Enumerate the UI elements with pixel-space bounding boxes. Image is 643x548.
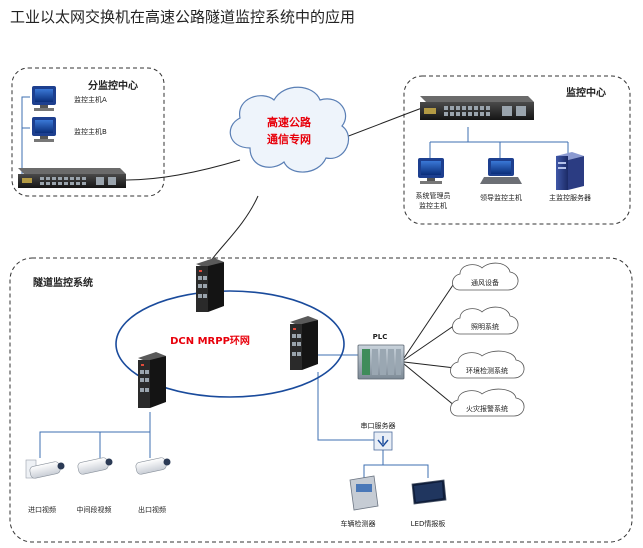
sub-center-switch-icon[interactable]: [18, 168, 126, 188]
ring-switch-left-icon[interactable]: [138, 352, 166, 408]
camera-middle-label: 中间段视频: [77, 505, 112, 514]
monitor-center-switch-icon[interactable]: [420, 96, 534, 120]
link-cloud-monitor-center: [337, 107, 423, 141]
camera-entrance-label: 进口视频: [28, 505, 56, 514]
camera-middle-icon[interactable]: [77, 457, 113, 475]
vehicle-detector-label: 车辆检测器: [341, 519, 376, 528]
cloud-icon: 高速公路 通信专网: [229, 86, 350, 173]
tunnel-label: 隧道监控系统: [33, 276, 93, 289]
tunnel-frame: [9, 257, 633, 543]
monitor-center-frame: [403, 75, 631, 225]
sub-center-label: 分监控中心: [88, 79, 138, 92]
link-serial-devices: [363, 450, 429, 478]
ring-switch-right-icon[interactable]: [290, 316, 318, 370]
subsystem-environment-label: 环境检测系统: [466, 366, 508, 375]
subsystem-lighting-cloud[interactable]: 照明系统: [452, 306, 519, 335]
mrpp-ring: [115, 290, 345, 398]
page-title: 工业以太网交换机在高速公路隧道监控系统中的应用: [10, 8, 356, 26]
link-plc-fire: [403, 363, 456, 407]
monitor-center-label: 监控中心: [566, 86, 606, 99]
led-board-label: LED情报板: [411, 519, 446, 528]
duty-host-laptop-icon[interactable]: [480, 158, 522, 184]
plc-label: PLC: [373, 333, 388, 341]
camera-exit-label: 出口视频: [138, 505, 166, 514]
led-board-icon[interactable]: [411, 479, 447, 505]
ring-label: DCN MRPP环网: [170, 335, 250, 347]
network-label-line1: 高速公路: [267, 115, 312, 129]
subsystem-lighting-label: 照明系统: [471, 322, 499, 331]
main-server-label: 主监控服务器: [549, 193, 591, 202]
duty-host-label: 领导监控主机: [480, 193, 522, 202]
link-plc-ventilation: [403, 281, 456, 359]
host-b-monitor-icon[interactable]: [32, 117, 56, 142]
link-cloud-tunnel: [209, 195, 259, 263]
subsystem-ventilation-cloud[interactable]: 通风设备: [452, 262, 519, 291]
link-switch-serial: [317, 372, 380, 441]
subsystem-ventilation-label: 通风设备: [471, 278, 499, 287]
admin-host-monitor-icon[interactable]: [418, 158, 444, 184]
ring-switch-top-icon[interactable]: [196, 258, 224, 312]
camera-entrance-icon[interactable]: [25, 459, 65, 479]
vehicle-detector-icon[interactable]: [349, 475, 379, 511]
admin-host-label-line1: 系统管理员: [416, 191, 451, 200]
link-plc-lighting: [403, 324, 456, 361]
subsystem-environment-cloud[interactable]: 环境检测系统: [450, 350, 525, 379]
host-b-label: 监控主机B: [74, 127, 107, 136]
host-a-monitor-icon[interactable]: [32, 86, 56, 111]
host-a-label: 监控主机A: [74, 95, 107, 104]
subsystem-fire-alarm-cloud[interactable]: 火灾报警系统: [450, 388, 525, 417]
link-plc-environment: [403, 361, 456, 369]
link-cameras: [39, 412, 151, 458]
main-server-icon[interactable]: [556, 152, 584, 190]
serial-server-label: 串口服务器: [361, 421, 396, 430]
plc-icon[interactable]: [357, 344, 405, 380]
serial-server-icon[interactable]: [373, 431, 393, 451]
link-sub-center-cloud: [125, 159, 241, 181]
subsystem-fire-alarm-label: 火灾报警系统: [466, 404, 508, 413]
link-host-a: [21, 96, 30, 175]
admin-host-label-line2: 监控主机: [419, 201, 447, 210]
sub-center: 分监控中心 监控主机A 监控主机B: [18, 79, 138, 188]
tunnel-system: 隧道监控系统 DCN MRPP环网 PLC: [25, 258, 525, 528]
camera-exit-icon[interactable]: [135, 457, 171, 475]
sub-center-frame: [11, 67, 165, 197]
link-monitor-bus: [429, 127, 569, 158]
network-label-line2: 通信专网: [267, 132, 311, 146]
monitor-center: 监控中心 系统管理员 监控主机 领导监控主机 主监控服务器: [416, 86, 607, 210]
